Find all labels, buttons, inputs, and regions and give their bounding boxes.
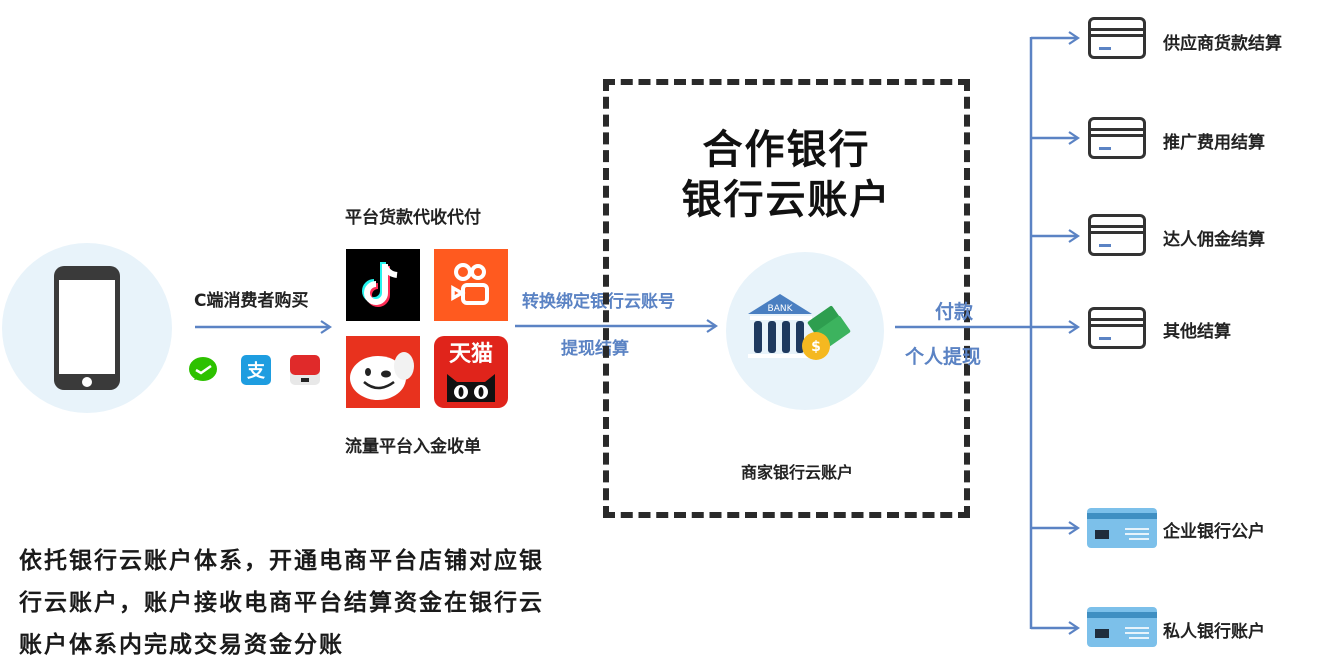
bank-card-icon [1087, 607, 1157, 647]
partner-bank-box [603, 79, 970, 518]
description-text: 依托银行云账户体系，开通电商平台店铺对应银 行云账户，账户接收电商平台结算资金在… [19, 548, 544, 658]
platform-acquiring-label: 流量平台入金收单 [345, 437, 481, 457]
kuaishou-icon [434, 249, 508, 321]
settlement-label: 供应商货款结算 [1163, 34, 1282, 54]
personal-withdraw-label: 个人提现 [905, 346, 982, 368]
consumer-purchase-label: C端消费者购买 [194, 291, 309, 311]
settlement-label: 推广费用结算 [1163, 133, 1265, 153]
tmall-icon: 天猫 [434, 336, 508, 408]
alipay-icon: 支 [241, 355, 271, 385]
withdraw-settle-label: 提现结算 [561, 339, 629, 359]
svg-text:BANK: BANK [768, 304, 794, 314]
partner-bank-title: 合作银行 银行云账户 [681, 127, 892, 223]
wechat-pay-icon [188, 355, 218, 385]
settlement-label: 其他结算 [1163, 322, 1231, 342]
settlement-card-icon [1088, 214, 1146, 256]
settlement-card-icon [1088, 307, 1146, 349]
bank-icon: BANK $ [748, 294, 851, 360]
unionpay-icon [290, 355, 320, 385]
merchant-bank-account-label: 商家银行云账户 [741, 463, 854, 482]
douyin-icon [346, 249, 420, 321]
settlement-label: 达人佣金结算 [1163, 230, 1265, 250]
account-label: 私人银行账户 [1163, 622, 1265, 642]
svg-text:$: $ [811, 339, 821, 355]
jd-icon [346, 336, 420, 408]
smartphone-icon [54, 266, 120, 390]
settlement-card-icon [1088, 17, 1146, 59]
consumer-circle [2, 243, 172, 413]
svg-text:支: 支 [246, 360, 266, 382]
bind-account-label: 转换绑定银行云账号 [522, 292, 675, 312]
settlement-card-icon [1088, 117, 1146, 159]
platform-collection-label: 平台货款代收代付 [345, 208, 481, 228]
payment-label: 付款 [935, 301, 974, 323]
merchant-bank-circle: BANK $ [726, 252, 884, 410]
bank-card-icon [1087, 508, 1157, 548]
account-label: 企业银行公户 [1163, 522, 1265, 542]
